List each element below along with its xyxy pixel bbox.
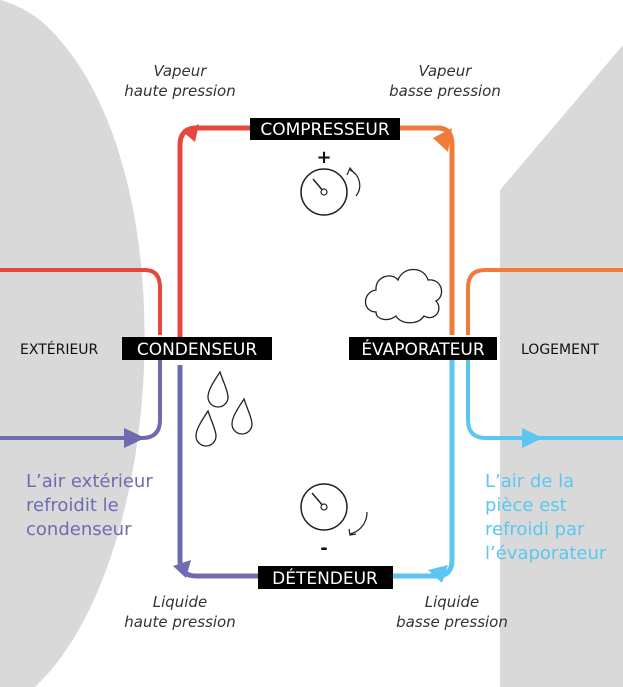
room-air-note-line4: l’évaporateur <box>485 543 607 564</box>
outside-air-arrow <box>124 428 145 448</box>
compresseur-label: COMPRESSEUR <box>260 120 389 140</box>
circuit-cold-liquid-line <box>392 360 455 579</box>
vapeur-bp-line1: Vapeur <box>419 62 473 80</box>
liquide-hp-line2: haute pression <box>124 613 235 631</box>
liquide-bp-line2: basse pression <box>396 613 508 631</box>
condenseur-label: CONDENSEUR <box>137 340 257 360</box>
compresseur-label-bg <box>250 118 400 140</box>
liquide-hp-line1: Liquide <box>153 593 207 611</box>
droplet-icon-3 <box>195 409 217 447</box>
exterieur-label: EXTÉRIEUR <box>20 341 99 358</box>
vapeur-hp-line1: Vapeur <box>154 62 208 80</box>
cloud-icon <box>364 268 443 324</box>
outside-air-note-line3: condenseur <box>26 519 132 540</box>
room-air-out-line <box>466 360 623 440</box>
room-air-arrow <box>522 428 543 448</box>
detendeur-label: DÉTENDEUR <box>272 567 378 589</box>
circuit-compressor-out-arrow <box>183 124 199 142</box>
detendeur-label-bg <box>258 566 393 589</box>
room-air-note-line1: L’air de la <box>485 471 574 492</box>
compressor-gauge-icon <box>300 166 361 216</box>
logement-label: LOGEMENT <box>521 342 599 358</box>
vapeur-bp-line2: basse pression <box>389 82 501 100</box>
droplet-icon-2 <box>231 397 253 435</box>
pressure-minus-sign: - <box>320 538 327 559</box>
pressure-plus-sign: + <box>316 147 331 168</box>
room-air-in-line <box>466 268 623 335</box>
expansion-gauge-icon <box>300 483 368 536</box>
condenseur-label-bg <box>122 337 272 360</box>
room-air-note-line2: pièce est <box>485 495 567 516</box>
circuit-liquid-arrow <box>173 560 191 578</box>
circuit-hot-vapour-line <box>177 125 255 360</box>
outside-air-note-line1: L’air extérieur <box>26 471 153 492</box>
house-backdrop <box>500 45 623 687</box>
vapeur-hp-line2: haute pression <box>124 82 235 100</box>
room-air-note-line3: refroidi par <box>485 519 585 540</box>
outside-air-in-line <box>0 268 162 335</box>
circuit-expansion-out-arrow <box>428 565 448 583</box>
outside-air-note-line2: refroidit le <box>26 495 119 516</box>
droplet-icon-1 <box>207 370 229 408</box>
circuit-compressor-in-arrow <box>433 128 452 152</box>
exterior-backdrop <box>0 0 145 687</box>
evaporateur-label-bg <box>349 337 497 360</box>
liquide-bp-line1: Liquide <box>425 593 479 611</box>
evaporateur-label: ÉVAPORATEUR <box>361 338 485 360</box>
